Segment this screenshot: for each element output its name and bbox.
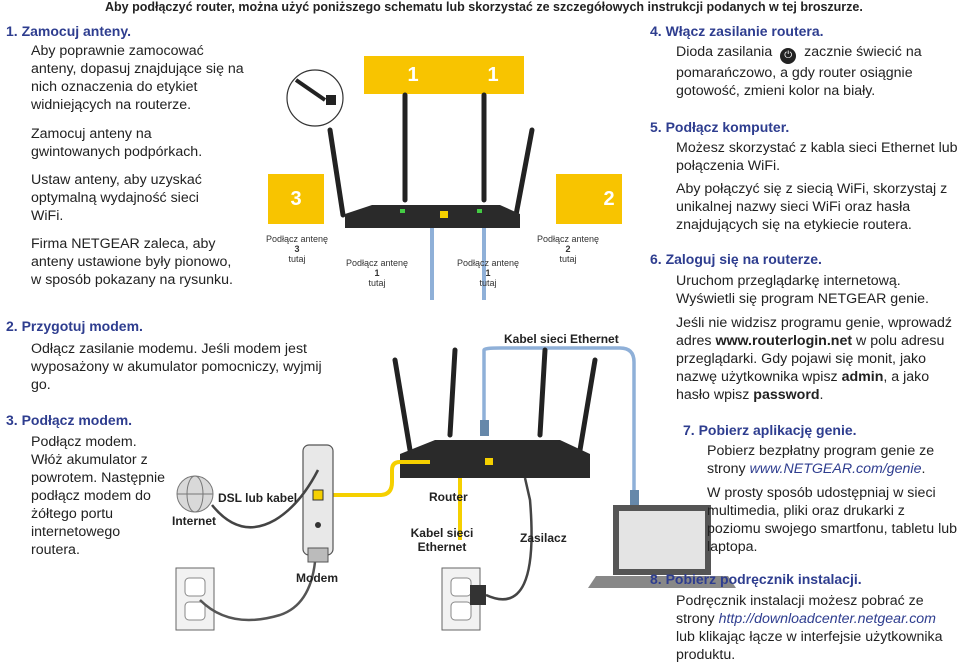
step2-p1: Odłącz zasilanie modemu. Jeśli modem jes… xyxy=(31,341,322,393)
modem-icon xyxy=(302,444,334,563)
step6-p2: Jeśli nie widzisz programu genie, wprowa… xyxy=(676,315,952,403)
step5-p1: Możesz skorzystać z kabla sieci Ethernet… xyxy=(676,140,958,174)
laptop-icon xyxy=(588,505,736,588)
step7-p2: W prosty sposób udostępniaj w sieci mult… xyxy=(707,485,957,555)
step6-p1: Uruchom przeglądarkę internetową. Wyświe… xyxy=(676,273,929,307)
antenna-number-1a: 1 xyxy=(407,63,419,86)
wall-outlet-left-icon xyxy=(175,567,215,631)
internet-label: Internet xyxy=(172,514,217,528)
modem-label: Modem xyxy=(296,571,338,585)
step5-p2: Aby połączyć się z siecią WiFi, skorzyst… xyxy=(676,181,948,233)
step7-p1: Pobierz bezpłatny program genie ze stron… xyxy=(707,443,935,477)
antenna-box-1-1 xyxy=(364,56,524,94)
dsl-cable xyxy=(211,469,320,529)
step5-title: 5. Podłącz komputer. xyxy=(650,119,790,135)
step1-p4: Firma NETGEAR zaleca, aby anteny ustawio… xyxy=(31,236,233,288)
step1-title: 1. Zamocuj anteny. xyxy=(6,23,131,39)
antenna-box-2 xyxy=(556,174,622,224)
step8-title: 8. Pobierz podręcznik instalacji. xyxy=(650,571,862,587)
yellow-ethernet-cable xyxy=(328,460,430,497)
router-top-icon xyxy=(327,92,535,228)
power-cable xyxy=(485,477,533,601)
router-label: Router xyxy=(429,490,468,504)
routerlogin-url[interactable]: www.routerlogin.net xyxy=(715,333,853,349)
step8-p1: Podręcznik instalacji możesz pobrać ze s… xyxy=(676,593,943,663)
dsl-label: DSL lub kabel xyxy=(218,491,298,505)
ethernet-cable-label-top: Kabel sieci Ethernet xyxy=(504,332,619,346)
step3-p1: Podłącz modem. Włóż akumulator z powrote… xyxy=(31,434,166,558)
power-adapter-icon xyxy=(470,585,486,605)
ethernet-cable-label-bottom: Kabel sieci Ethernet xyxy=(410,526,474,554)
step1-p3: Ustaw anteny, aby uzyskać optymalną wyda… xyxy=(31,172,202,224)
step4-title: 4. Włącz zasilanie routera. xyxy=(650,23,824,39)
step1-p2: Zamocuj anteny na gwintowanych podpórkac… xyxy=(31,126,203,160)
step6-title: 6. Zaloguj się na routerze. xyxy=(650,251,822,267)
router-bottom-icon xyxy=(392,347,598,478)
antenna-number-3: 3 xyxy=(290,187,302,210)
power-led-icon: ⏻ xyxy=(780,48,797,64)
antenna-number-2: 2 xyxy=(603,187,615,210)
step1-p1: Aby poprawnie zamocować anteny, dopasuj … xyxy=(31,43,244,113)
genie-url[interactable]: www.NETGEAR.com/genie xyxy=(749,461,922,477)
power-adapter-label: Zasilacz xyxy=(520,531,567,545)
downloadcenter-url[interactable]: http://downloadcenter.netgear.com xyxy=(718,611,937,627)
ethernet-cable-laptop xyxy=(482,346,636,492)
antenna-box-3 xyxy=(268,174,324,224)
antenna-number-1b: 1 xyxy=(487,63,499,86)
step3-title: 3. Podłącz modem. xyxy=(6,412,133,428)
step2-title: 2. Przygotuj modem. xyxy=(6,318,143,334)
page-header: Aby podłączyć router, można użyć poniższ… xyxy=(105,0,863,14)
step7-title: 7. Pobierz aplikację genie. xyxy=(683,422,857,438)
step4-p1: Dioda zasilania ⏻ zacznie świecić na pom… xyxy=(676,44,922,99)
internet-globe-icon xyxy=(176,475,214,513)
